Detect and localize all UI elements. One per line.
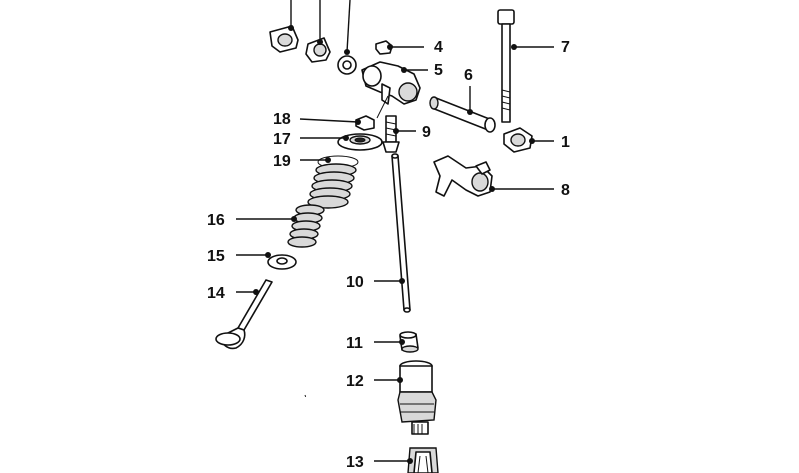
callout-19: 19 (273, 153, 331, 170)
callout-13-label: 13 (346, 454, 364, 471)
callout-8: 8 (489, 182, 570, 199)
callout-5-label: 5 (434, 62, 443, 79)
part-18-valve-cap (355, 115, 375, 131)
callout-7: 7 (511, 39, 570, 56)
callout-5: 5 (401, 62, 443, 79)
part-12-tappet (397, 360, 437, 435)
callout-9-label: 9 (422, 124, 431, 141)
part-4-nut (375, 40, 393, 55)
callout-10: 10 (346, 274, 405, 291)
callout-6-label: 6 (464, 67, 473, 84)
callout-12: 12 (346, 373, 403, 390)
callout-12-label: 12 (346, 373, 364, 390)
part-19-outer-valve-spring (307, 155, 359, 209)
callout-16-label: 16 (207, 212, 225, 229)
part-13-tappet-guide (407, 447, 439, 473)
callout-15: 15 (207, 248, 271, 265)
part-washer-top (337, 0, 357, 75)
callout-1: 1 (529, 134, 570, 151)
callout-6: 6 (464, 67, 473, 115)
callout-17: 17 (273, 131, 349, 148)
part-7-long-bolt (497, 9, 515, 123)
callout-17-label: 17 (273, 131, 291, 148)
part-10-pushrod (391, 153, 411, 313)
part-11-tappet-cup (399, 331, 419, 353)
part-bushing-top (305, 0, 331, 63)
part-9-adjusting-screw (382, 115, 400, 153)
callout-4: 4 (387, 39, 443, 56)
callout-8-label: 8 (561, 182, 570, 199)
callout-18: 18 (273, 111, 361, 128)
callout-9: 9 (393, 124, 431, 141)
callout-18-label: 18 (273, 111, 291, 128)
callout-11: 11 (346, 335, 405, 352)
part-15-spring-seat (267, 254, 297, 270)
callout-10-label: 10 (346, 274, 364, 291)
callout-14: 14 (207, 285, 259, 302)
callout-15-label: 15 (207, 248, 225, 265)
callout-16: 16 (207, 212, 297, 229)
callout-11-label: 11 (346, 335, 363, 352)
part-8-rocker-arm (433, 155, 493, 197)
part-16-inner-valve-spring (287, 204, 325, 248)
callout-13: 13 (346, 454, 413, 471)
part-1-clamp (503, 127, 533, 153)
callout-4-label: 4 (434, 39, 443, 56)
callout-19-label: 19 (273, 153, 291, 170)
callout-7-label: 7 (561, 39, 570, 56)
part-14-valve (215, 279, 273, 350)
callout-14-label: 14 (207, 285, 225, 302)
part-6-rocker-shaft (429, 96, 496, 133)
part-clamp-top-left (269, 0, 299, 53)
callout-1-label: 1 (561, 134, 570, 151)
